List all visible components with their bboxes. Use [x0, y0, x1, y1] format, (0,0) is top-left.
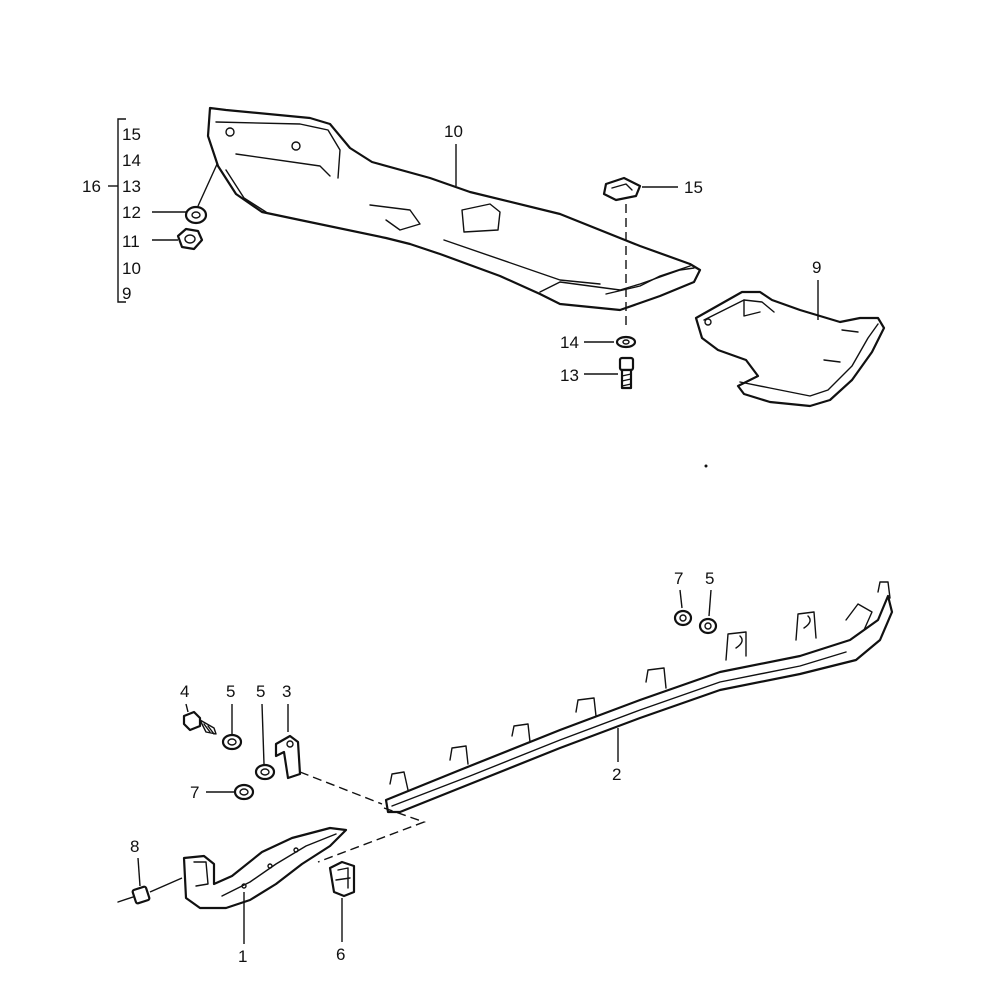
trim-rail	[384, 581, 894, 814]
end-cap	[694, 290, 886, 408]
grommet-icon	[673, 609, 693, 627]
leader-8	[137, 857, 141, 887]
callout-13: 13	[560, 366, 579, 385]
callout-6: 6	[336, 945, 345, 964]
clip-icon	[328, 860, 356, 898]
stray-mark	[704, 464, 708, 468]
callout-7-top: 7	[674, 569, 683, 588]
washer-icon	[184, 205, 208, 225]
callout-7-bottom: 7	[190, 783, 199, 802]
clip-nut-icon	[602, 176, 642, 202]
callout-10: 10	[444, 122, 463, 141]
callout-15: 15	[684, 178, 703, 197]
nut-icon	[698, 617, 718, 635]
callout-12: 12	[122, 203, 141, 222]
callout-9-list: 9	[122, 284, 131, 303]
callout-5-top: 5	[705, 569, 714, 588]
callout-5-left: 5	[226, 682, 235, 701]
leader-5-mid	[261, 703, 265, 765]
leader-7-top	[679, 589, 683, 609]
callout-4: 4	[180, 682, 189, 701]
leader-5-top	[708, 589, 712, 617]
grommet-icon	[221, 733, 243, 751]
callout-9: 9	[812, 258, 821, 277]
callout-10-list: 10	[122, 259, 141, 278]
callout-16-group: 16	[82, 177, 101, 196]
group-bracket	[108, 118, 126, 303]
callout-3: 3	[282, 682, 291, 701]
callout-15-list: 15	[122, 125, 141, 144]
assembly-line-clip	[317, 807, 427, 863]
callout-14-list: 14	[122, 151, 141, 170]
rivet-icon	[117, 877, 183, 905]
screw-icon	[618, 356, 635, 390]
callout-14: 14	[560, 333, 579, 352]
callout-11: 11	[122, 232, 140, 251]
bracket-icon	[274, 734, 302, 780]
end-trim-piece	[182, 826, 348, 910]
rear-cover	[206, 106, 702, 312]
grommet-icon	[233, 783, 255, 801]
callout-13-list: 13	[122, 177, 141, 196]
nut-icon	[254, 763, 276, 781]
assembly-line-bracket	[299, 771, 383, 805]
washer-icon	[615, 335, 637, 349]
callout-1: 1	[238, 947, 247, 966]
leader-4	[185, 703, 189, 713]
callout-2: 2	[612, 765, 621, 784]
nut-icon	[176, 227, 204, 251]
callout-5-mid: 5	[256, 682, 265, 701]
bolt-icon	[182, 710, 217, 735]
callout-8: 8	[130, 837, 139, 856]
